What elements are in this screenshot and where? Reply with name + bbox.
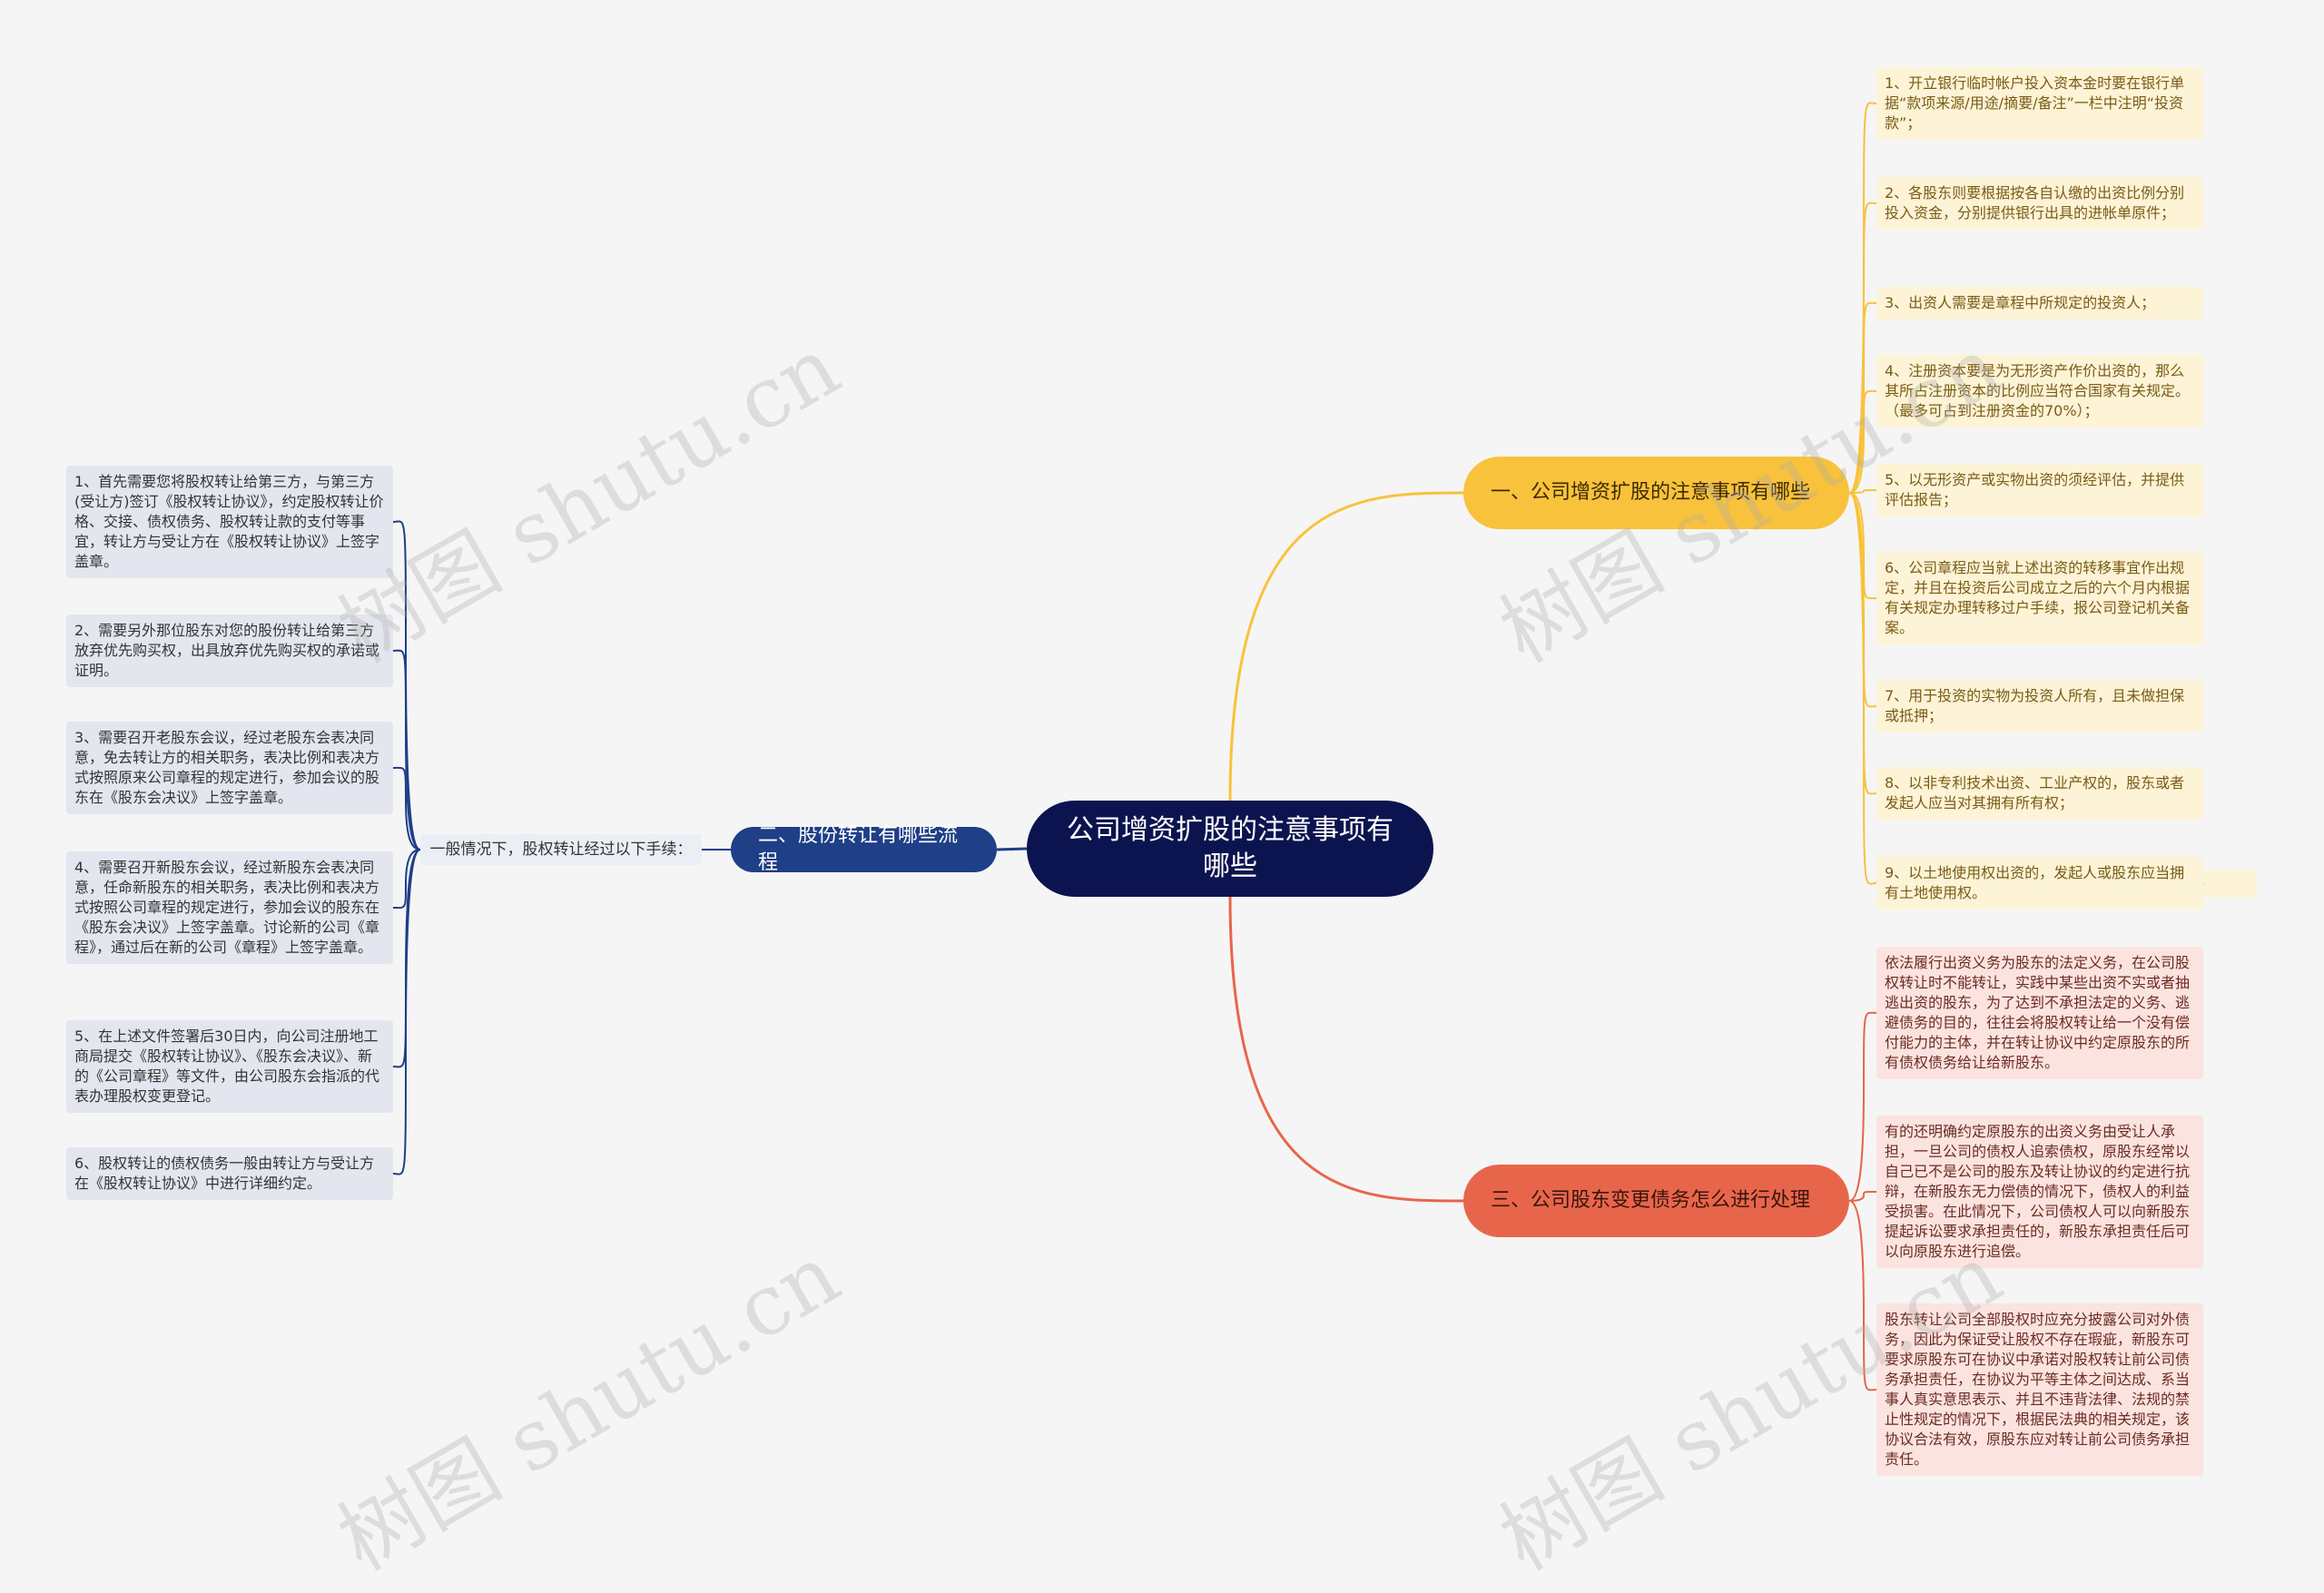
branch-debt-handling[interactable]: 三、公司股东变更债务怎么进行处理 [1463, 1165, 1849, 1237]
link-debt-3 [1848, 1200, 1877, 1391]
link-transfer-step-3 [392, 766, 421, 851]
precaution-item-6[interactable]: 6、公司章程应当就上述出资的转移事宜作出规定，并且在投资后公司成立之后的六个月内… [1876, 552, 2203, 644]
precaution-item-3[interactable]: 3、出资人需要是章程中所规定的投资人； [1876, 287, 2203, 320]
transfer-procedure-intro[interactable]: 一般情况下，股权转让经过以下手续： [420, 834, 702, 865]
link-root-branch2 [996, 847, 1028, 851]
root-topic[interactable]: 公司增资扩股的注意事项有哪些 [1027, 801, 1433, 897]
link-precaution-3 [1848, 301, 1877, 494]
transfer-step-5[interactable]: 5、在上述文件签署后30日内，向公司注册地工商局提交《股权转让协议》、《股东会决… [66, 1020, 393, 1113]
debt-item-3[interactable]: 股东转让公司全部股权时应充分披露公司对外债务，因此为保证受让股权不存在瑕疵，新股… [1876, 1303, 2203, 1476]
transfer-step-2[interactable]: 2、需要另外那位股东对您的股份转让给第三方放弃优先购买权，出具放弃优先购买权的承… [66, 615, 393, 687]
link-precaution-5 [1848, 488, 1877, 494]
link-debt-1 [1848, 1011, 1877, 1202]
link-transfer-step-6 [392, 849, 421, 1175]
precaution-item-4[interactable]: 4、注册资本要是为无形资产作价出资的，那么其所占注册资本的比例应当符合国家有关规… [1876, 355, 2203, 428]
link-root-branch3 [1228, 896, 1464, 1203]
link-transfer-step-4 [392, 849, 421, 910]
transfer-step-6[interactable]: 6、股权转让的债权债务一般由转让方与受让方在《股权转让协议》中进行详细约定。 [66, 1147, 393, 1200]
debt-item-1[interactable]: 依法履行出资义务为股东的法定义务，在公司股权转让时不能转让，实践中某些出资不实或… [1876, 947, 2203, 1079]
precaution-item-7[interactable]: 7、用于投资的实物为投资人所有，且未做担保或抵押； [1876, 680, 2203, 733]
link-precaution-6 [1848, 492, 1877, 600]
transfer-step-1[interactable]: 1、首先需要您将股权转让给第三方，与第三方(受让方)签订《股权转让协议》，约定股… [66, 466, 393, 578]
branch-share-transfer-process[interactable]: 二、股份转让有哪些流程 [731, 824, 997, 874]
precaution-item-2[interactable]: 2、各股东则要根据按各自认缴的出资比例分别投入资金，分别提供银行出具的进帐单原件… [1876, 177, 2203, 230]
link-transfer-step-2 [392, 649, 421, 851]
link-precaution-9 [1848, 492, 1877, 885]
link-root-branch1 [1228, 491, 1464, 801]
debt-item-2[interactable]: 有的还明确约定原股东的出资义务由受让人承担，一旦公司的债权人追索债权，原股东经常… [1876, 1116, 2203, 1268]
precaution-item-1[interactable]: 1、开立银行临时帐户投入资本金时要在银行单据“款项来源/用途/摘要/备注”一栏中… [1876, 67, 2203, 140]
connector-lines [392, 102, 2205, 1391]
transfer-step-3[interactable]: 3、需要召开老股东会议，经过老股东会表决同意，免去转让方的相关职务，表决比例和表… [66, 722, 393, 814]
link-transfer-step-1 [392, 520, 421, 851]
link-stub [2202, 882, 2205, 885]
precaution-item-9[interactable]: 9、以土地使用权出资的，发起人或股东应当拥有土地使用权。 [1876, 857, 2203, 910]
precaution-item-5[interactable]: 5、以无形资产或实物出资的须经评估，并提供评估报告； [1876, 464, 2203, 516]
link-debt-2 [1848, 1190, 1877, 1202]
precaution-item-8[interactable]: 8、以非专利技术出资、工业产权的，股东或者发起人应当对其拥有所有权； [1876, 767, 2203, 820]
transfer-step-4[interactable]: 4、需要召开新股东会议，经过新股东会表决同意，任命新股东的相关职务，表决比例和表… [66, 851, 393, 964]
branch-precautions[interactable]: 一、公司增资扩股的注意事项有哪些 [1463, 457, 1849, 529]
collapsed-child-stub[interactable] [2204, 870, 2257, 898]
link-precaution-4 [1848, 389, 1877, 494]
mindmap-canvas: 公司增资扩股的注意事项有哪些 一、公司增资扩股的注意事项有哪些 二、股份转让有哪… [66, 67, 2257, 1589]
